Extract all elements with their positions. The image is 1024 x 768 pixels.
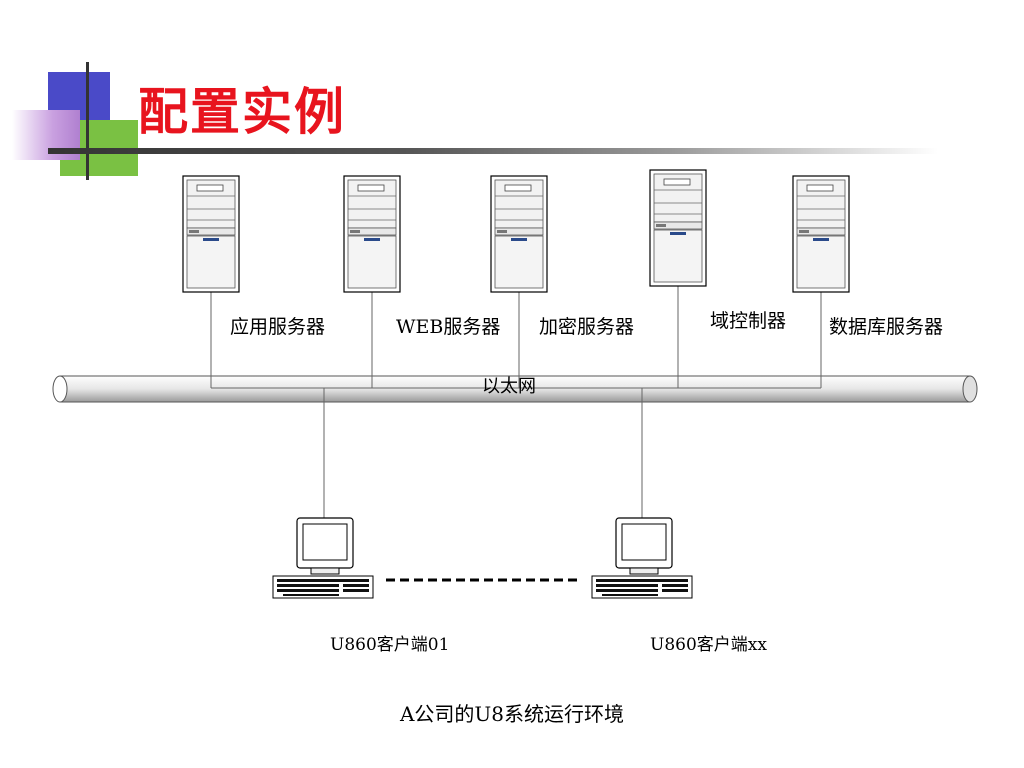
title-divider bbox=[48, 148, 938, 154]
client-pc-xx bbox=[591, 517, 693, 599]
label-ethernet: 以太网 bbox=[482, 376, 536, 397]
page-title: 配置实例 bbox=[138, 82, 346, 141]
server-domain-controller bbox=[649, 169, 707, 287]
server-database bbox=[792, 175, 850, 293]
diagram-caption: A公司的U8系统运行环境 bbox=[399, 702, 625, 726]
client-connectors bbox=[323, 388, 643, 518]
label-domain-controller: 域控制器 bbox=[710, 310, 787, 332]
server-encryption bbox=[490, 175, 548, 293]
server-application bbox=[182, 175, 240, 293]
label-client-xx: U860客户端xx bbox=[650, 635, 767, 655]
client-pc-01 bbox=[272, 517, 374, 599]
label-application-server: 应用服务器 bbox=[230, 316, 326, 338]
decor-vertical-line bbox=[86, 62, 89, 180]
ethernet-pipe bbox=[52, 375, 978, 403]
label-client-01: U860客户端01 bbox=[330, 635, 450, 655]
label-database-server: 数据库服务器 bbox=[829, 316, 944, 338]
server-connectors bbox=[210, 284, 822, 389]
label-encryption-server: 加密服务器 bbox=[539, 316, 635, 338]
server-web bbox=[343, 175, 401, 293]
label-web-server: WEB服务器 bbox=[396, 316, 501, 338]
